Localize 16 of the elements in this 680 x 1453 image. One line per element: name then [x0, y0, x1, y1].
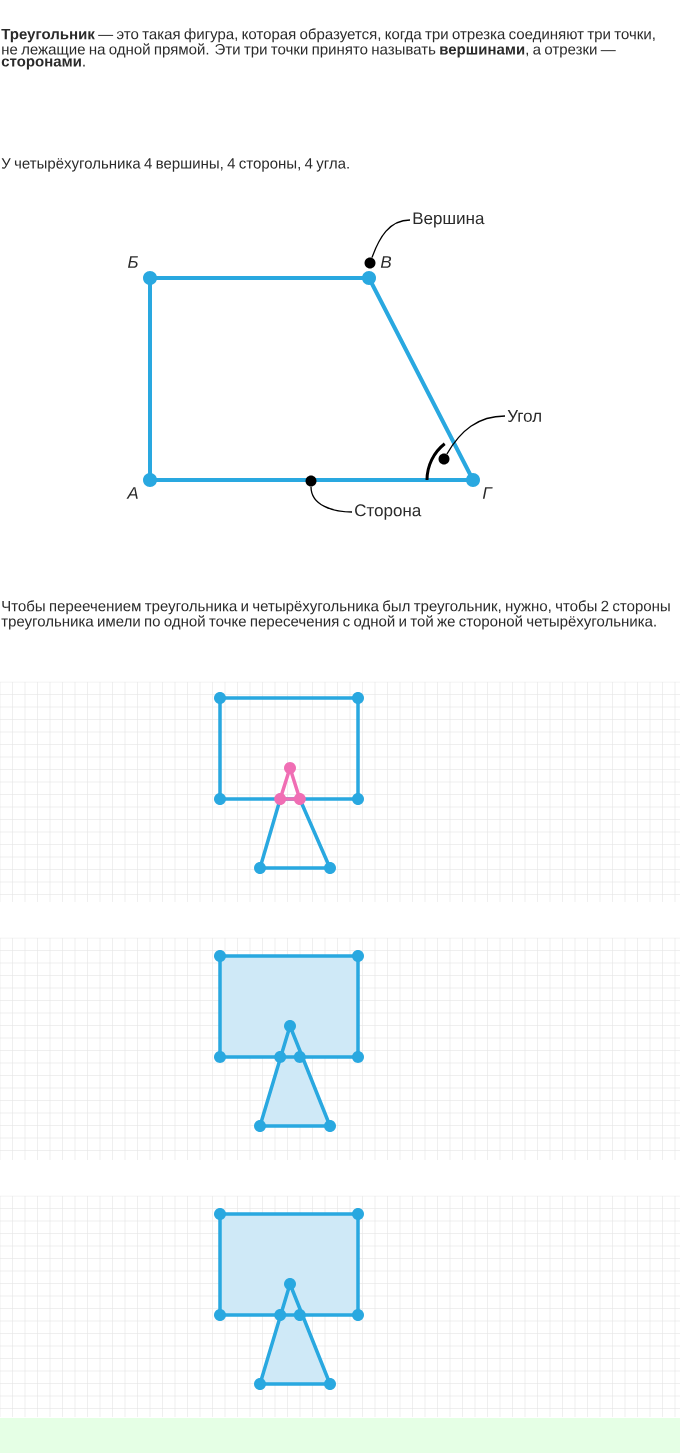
paragraph: Треугольник — это такая фигура, которая образуется, когда три отрезка соединяют три точки, не лежащие на одной прямой. Эти три точки принято называть вершинами, а отрезки — сторонами.	[1, 28, 655, 70]
vertex-label: В	[380, 256, 392, 268]
paragraph: Чтобы переечением треугольника и четырёхугольника был треугольник, нужно, чтобы 2 стороны треугольника имели по одной точке пересечения с одной и той же стороной четырёхугольника.	[1, 600, 670, 630]
leader-line	[371, 219, 411, 259]
vertex-label: Б	[128, 256, 138, 268]
leader-line	[310, 486, 353, 513]
callout-label: Сторона	[355, 504, 422, 520]
point-marker	[438, 453, 450, 465]
vertex-label: А	[126, 487, 138, 499]
paragraph: У четырёхугольника 4 вершины, 4 стороны, 4 угла.	[1, 158, 349, 172]
callout-label: Угол	[507, 410, 541, 422]
point-marker	[364, 257, 376, 269]
callout-label: Вершина	[413, 212, 485, 228]
leader-line	[446, 415, 506, 455]
point-marker	[305, 475, 317, 487]
vertex-label: Г	[482, 487, 493, 499]
